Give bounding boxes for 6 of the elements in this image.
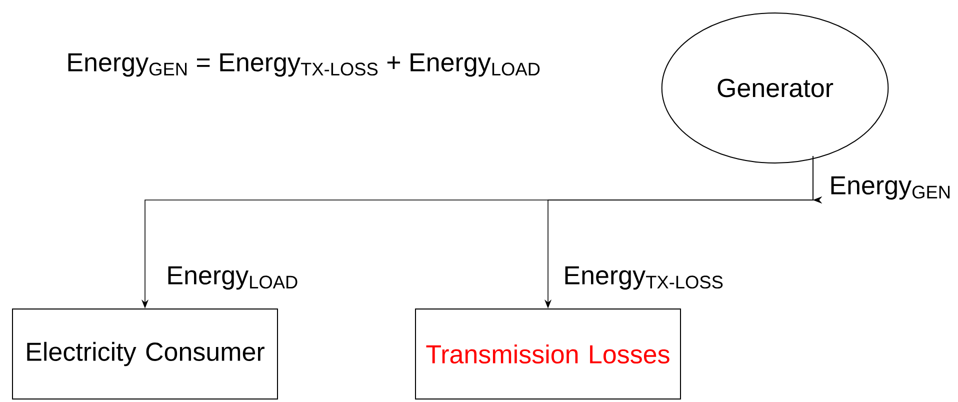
edge-label: Energy$_{LOAD}$ [165, 265, 300, 291]
equation: Energy$_{GEN}$ = Energy$_{TX-LOSS}$ + Energy$_{LOAD}$ [68, 53, 540, 77]
flow-label: Energy$_{GEN}$ [831, 176, 950, 200]
process-box: Electricity Consumer [12, 308, 278, 400]
process-box: Transmission Losses [415, 308, 681, 400]
edge-label: Energy$_{TX-LOSS}$ [562, 265, 725, 291]
